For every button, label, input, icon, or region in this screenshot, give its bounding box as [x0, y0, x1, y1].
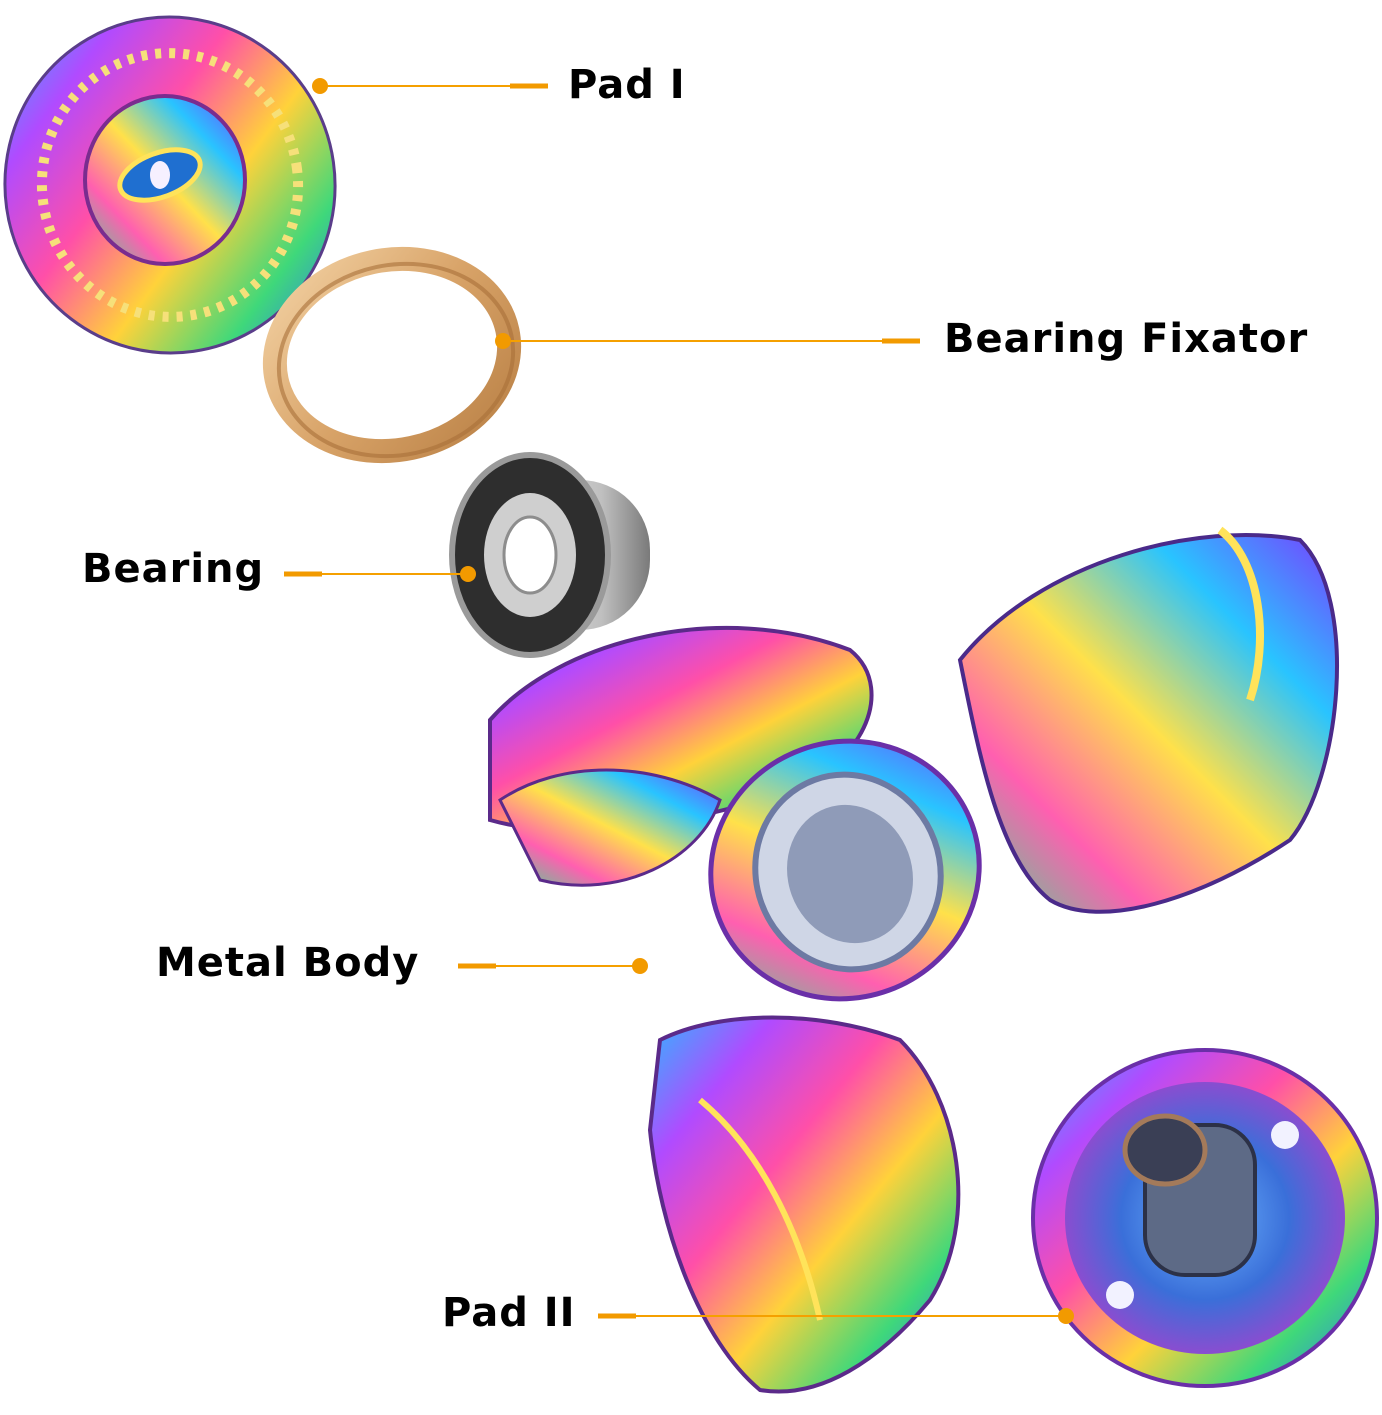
- label-metal-body: Metal Body: [156, 940, 420, 986]
- label-pad-2: Pad II: [442, 1290, 576, 1336]
- dot-pad-1: [312, 78, 328, 94]
- metal-body-part: [488, 526, 1339, 1394]
- pad-2-part: [1031, 1048, 1379, 1388]
- dot-pad-2: [1058, 1308, 1074, 1324]
- bearing-part: [449, 452, 650, 658]
- dot-metal-body: [632, 958, 648, 974]
- dot-bearing: [460, 566, 476, 582]
- label-bearing-fixator: Bearing Fixator: [944, 316, 1309, 362]
- label-pad-1: Pad I: [568, 62, 686, 108]
- pad-1-part: [3, 15, 337, 355]
- leader-dots: [312, 78, 1074, 1324]
- label-bearing: Bearing: [82, 546, 265, 592]
- dot-bearing-fixator: [495, 333, 511, 349]
- leader-line-accents: [284, 83, 920, 1319]
- bearing-fixator-part: [262, 246, 522, 464]
